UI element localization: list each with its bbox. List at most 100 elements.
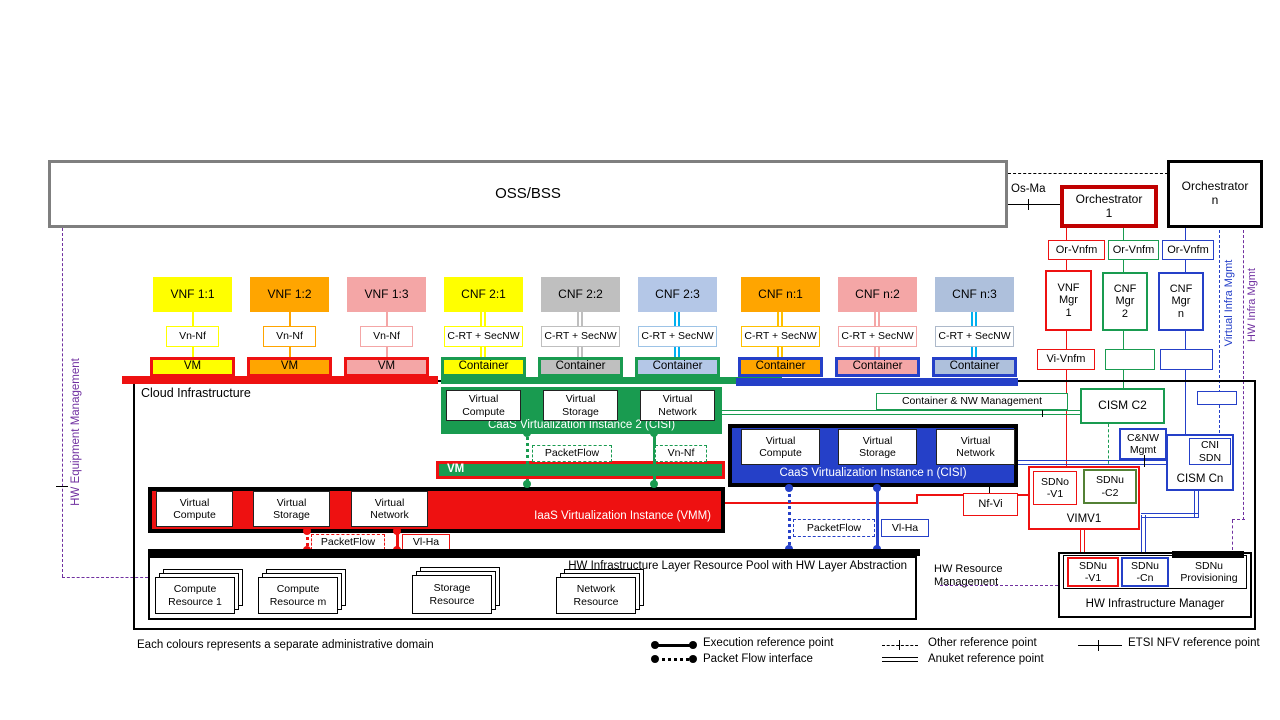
legend-exec-dot-1 xyxy=(651,641,659,649)
nf-box-cnf-n-1: CNF n:1 xyxy=(741,277,820,312)
nf-box-cnf-2-2: CNF 2:2 xyxy=(541,277,620,312)
nf-box-vnf-1-2: VNF 1:2 xyxy=(250,277,329,312)
compute-resource-1: Compute Resource 1 xyxy=(155,577,235,614)
runtime-vm-2: VM xyxy=(247,357,332,377)
vi-vnfm-label: Vi-Vnfm xyxy=(1037,349,1095,370)
compute-resource-1-stack: Compute Resource 1 xyxy=(155,569,243,614)
legend-etsi-label: ETSI NFV reference point xyxy=(1128,637,1260,649)
nf-box-cnf-n-2: CNF n:2 xyxy=(838,277,917,312)
cism-c2-box: CISM C2 xyxy=(1080,388,1165,424)
oss-bss-box: OSS/BSS xyxy=(48,160,1008,228)
legend-execution-label: Execution reference point xyxy=(703,637,834,649)
runtime-vm-1: VM xyxy=(150,357,235,377)
virtual-infra-mgmt-label: Virtual Infra Mgmt xyxy=(1222,259,1235,347)
vm-bar: VM xyxy=(436,461,725,479)
iaas-virtual-network: Virtual Network xyxy=(351,491,428,527)
packetflow-label-red: PacketFlow xyxy=(311,534,385,550)
iface-label-crt-6: C-RT + SecNW xyxy=(935,326,1014,347)
sdnu-c2-box: SDNu -C2 xyxy=(1083,469,1137,504)
legend-pf-dot-2 xyxy=(689,655,697,663)
sdnu-provisioning-label: SDNu Provisioning xyxy=(1180,559,1238,584)
iface-label-vn-nf-3: Vn-Nf xyxy=(360,326,413,347)
nf-box-cnf-2-1: CNF 2:1 xyxy=(444,277,523,312)
iaas-vmm-box: IaaS Virtualization Instance (VMM) xyxy=(148,487,725,533)
or-vnfm-label-blue: Or-Vnfm xyxy=(1162,240,1214,260)
nf-vi-line-1 xyxy=(725,502,918,504)
cloud-infrastructure-title: Cloud Infrastructure xyxy=(141,386,251,400)
packetflow-label-green: PacketFlow xyxy=(532,445,612,462)
sdnu-v1-box: SDNu -V1 xyxy=(1067,557,1119,587)
iface-label-crt-5: C-RT + SecNW xyxy=(838,326,917,347)
compute-resource-m: Compute Resource m xyxy=(258,577,338,614)
legend-other-label: Other reference point xyxy=(928,637,1037,649)
hw-abstraction-bar xyxy=(148,549,920,556)
ref-box-green-empty xyxy=(1105,349,1155,370)
exec-line-red xyxy=(396,533,399,552)
dot-r1 xyxy=(303,527,311,535)
hw-resource-mgmt-line xyxy=(940,585,1058,586)
cnf-mgr-n-box: CNF Mgr n xyxy=(1158,272,1204,331)
os-ma-tick xyxy=(1028,199,1029,210)
runtime-container-3: Container xyxy=(635,357,720,377)
hw-equipment-mgmt-line-h xyxy=(62,577,148,578)
anuket-green-tick xyxy=(1042,405,1043,417)
legend-exec-dot-2 xyxy=(689,641,697,649)
hw-infra-mgmt-line-v xyxy=(1243,230,1244,520)
caas2-domain-bar xyxy=(441,377,782,384)
hw-equipment-mgmt-label: HW Equipment Management xyxy=(70,358,83,506)
runtime-container-2: Container xyxy=(538,357,623,377)
cisin-virtual-network: Virtual Network xyxy=(936,429,1015,465)
runtime-container-6: Container xyxy=(932,357,1017,377)
hw-infra-mgmt-label: HW Infra Mgmt xyxy=(1245,268,1258,342)
compute-resource-m-stack: Compute Resource m xyxy=(258,569,346,614)
nf-vi-label: Nf-Vi xyxy=(963,493,1018,516)
packetflow-line-blue xyxy=(788,487,791,552)
dot-g1 xyxy=(523,429,531,437)
legend-other-tick xyxy=(899,640,900,650)
cismcn-line-h xyxy=(1141,513,1199,518)
dot-b1 xyxy=(785,484,793,492)
packetflow-line-green xyxy=(526,432,529,487)
runtime-vm-3: VM xyxy=(344,357,429,377)
network-resource: Network Resource xyxy=(556,577,636,614)
cism-c2-dashed-line xyxy=(1108,424,1109,469)
caasn-domain-bar xyxy=(736,378,1018,386)
runtime-container-4: Container xyxy=(738,357,823,377)
nf-vi-line-jog xyxy=(916,495,918,504)
legend-packetflow-symbol xyxy=(655,658,695,661)
dot-b3 xyxy=(873,484,881,492)
iaas-domain-bar xyxy=(122,376,438,384)
line-orchn-to-cismcn-blue xyxy=(1185,228,1186,434)
nf-box-cnf-2-3: CNF 2:3 xyxy=(638,277,717,312)
packetflow-line-red xyxy=(306,531,309,552)
hw-infra-mgr-inner-box xyxy=(1063,555,1247,589)
nf-box-vnf-1-1: VNF 1:1 xyxy=(153,277,232,312)
cismcn-line-v2 xyxy=(1141,515,1146,558)
runtime-container-1: Container xyxy=(441,357,526,377)
cni-sdn-box: CNI SDN xyxy=(1189,438,1231,465)
nf-vi-tick xyxy=(989,486,990,496)
iface-label-vn-nf-2: Vn-Nf xyxy=(263,326,316,347)
os-ma-line xyxy=(1008,204,1060,205)
storage-resource-stack: Storage Resource xyxy=(412,567,500,614)
cisi2-virtual-compute: Virtual Compute xyxy=(446,390,521,421)
orchestrator-n-box: Orchestrator n xyxy=(1167,160,1263,228)
exec-line-blue xyxy=(876,487,879,552)
sdnu-provisioning-bar xyxy=(1172,551,1244,558)
sdno-v1-box: SDNo -V1 xyxy=(1033,471,1077,505)
legend-packetflow-label: Packet Flow interface xyxy=(703,653,813,665)
vnf-mgr-1-box: VNF Mgr 1 xyxy=(1045,270,1092,331)
hw-equipment-mgmt-tick xyxy=(56,486,68,487)
virtual-infra-mgmt-line xyxy=(1219,230,1220,433)
or-vnfm-label-green: Or-Vnfm xyxy=(1108,240,1159,260)
cnf-mgr-2-box: CNF Mgr 2 xyxy=(1102,272,1148,331)
hw-infra-mgmt-line-v2 xyxy=(1232,520,1233,550)
legend-pf-dot-1 xyxy=(651,655,659,663)
cisin-virtual-compute: Virtual Compute xyxy=(741,429,820,465)
storage-resource: Storage Resource xyxy=(412,575,492,614)
legend-other-symbol xyxy=(882,645,918,646)
network-resource-stack: Network Resource xyxy=(556,569,644,614)
nf-box-cnf-n-3: CNF n:3 xyxy=(935,277,1014,312)
legend-execution-symbol xyxy=(655,644,695,647)
